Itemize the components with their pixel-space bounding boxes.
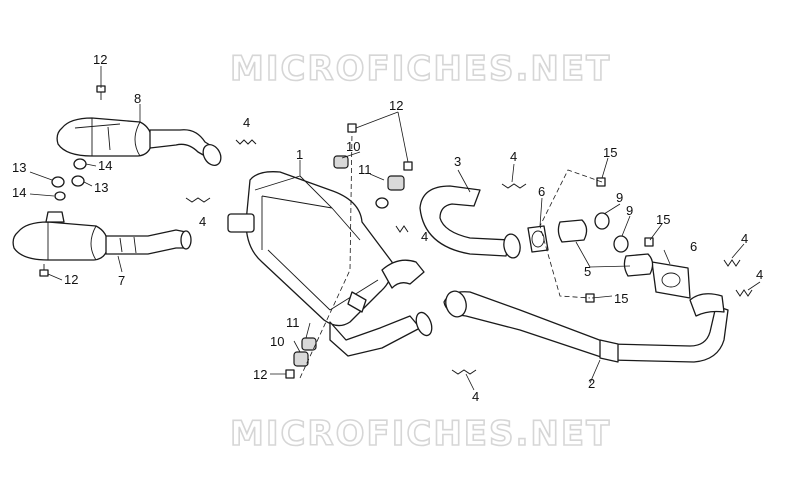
watermark-bottom: MICROFICHES.NET	[230, 414, 611, 454]
gasket-part-6b[interactable]	[651, 261, 691, 299]
callout-10a: 10	[346, 139, 360, 154]
callout-4c: 4	[421, 229, 428, 244]
callout-13b: 13	[94, 180, 108, 195]
callout-9a: 9	[616, 190, 623, 205]
spring-part-4c[interactable]	[395, 225, 409, 233]
damper-part-10b[interactable]	[293, 351, 309, 367]
callout-9b: 9	[626, 203, 633, 218]
curved-pipe-part-3[interactable]	[419, 185, 522, 259]
callout-11b: 11	[286, 315, 300, 330]
bolt-part-12b[interactable]	[39, 264, 49, 277]
callout-4a: 4	[243, 115, 250, 130]
callout-14b: 14	[12, 185, 26, 200]
spring-part-4d[interactable]	[501, 183, 527, 189]
damper-part-11b[interactable]	[301, 337, 317, 351]
lower-silencer-part-7[interactable]	[12, 211, 192, 261]
callout-14a: 14	[98, 158, 112, 173]
callout-15b: 15	[656, 212, 670, 227]
spring-part-4e[interactable]	[451, 369, 477, 375]
callout-12c: 12	[389, 98, 403, 113]
washer-part-14a[interactable]	[73, 158, 87, 170]
callout-7: 7	[118, 273, 125, 288]
callout-6b: 6	[690, 239, 697, 254]
callout-12a: 12	[93, 52, 107, 67]
callout-13a: 13	[12, 160, 26, 175]
damper-part-11a[interactable]	[375, 175, 405, 209]
upper-silencer-part-8[interactable]	[56, 117, 224, 169]
main-silencer-part-1[interactable]	[227, 171, 435, 357]
washer-part-14b[interactable]	[54, 191, 66, 201]
nut-part-13a[interactable]	[51, 176, 65, 188]
sleeve-part-5b[interactable]	[623, 253, 654, 277]
stud-part-15b[interactable]	[644, 237, 654, 247]
spring-part-4a[interactable]	[235, 139, 257, 145]
callout-1: 1	[296, 147, 303, 162]
callout-4e: 4	[472, 389, 479, 404]
callout-4d: 4	[510, 149, 517, 164]
callout-3: 3	[454, 154, 461, 169]
callout-15c: 15	[614, 291, 628, 306]
washer-part-9b[interactable]	[613, 235, 629, 253]
spring-part-4g[interactable]	[735, 289, 753, 297]
callout-8: 8	[134, 91, 141, 106]
callout-4f: 4	[741, 231, 748, 246]
spring-part-4b[interactable]	[185, 197, 211, 203]
callout-11a: 11	[358, 162, 372, 177]
callout-12b: 12	[64, 272, 78, 287]
sleeve-part-5a[interactable]	[557, 219, 588, 243]
washer-part-9a[interactable]	[594, 212, 610, 230]
bolt-part-12a[interactable]	[96, 85, 106, 100]
damper-part-10a[interactable]	[333, 155, 349, 169]
spring-part-4f[interactable]	[723, 259, 741, 267]
assembly-line-left	[299, 131, 353, 379]
callout-15a: 15	[603, 145, 617, 160]
nut-part-13b[interactable]	[71, 175, 85, 187]
watermark-top: MICROFICHES.NET	[230, 49, 611, 89]
bolt-part-12d[interactable]	[285, 369, 295, 379]
callout-10b: 10	[270, 334, 284, 349]
callout-6a: 6	[538, 184, 545, 199]
callout-12d: 12	[253, 367, 267, 382]
gasket-part-6a[interactable]	[527, 225, 549, 253]
callout-2: 2	[588, 376, 595, 391]
header-pipe-part-2[interactable]	[443, 289, 729, 363]
callout-5: 5	[584, 264, 591, 279]
callout-4g: 4	[756, 267, 763, 282]
callout-4b: 4	[199, 214, 206, 229]
